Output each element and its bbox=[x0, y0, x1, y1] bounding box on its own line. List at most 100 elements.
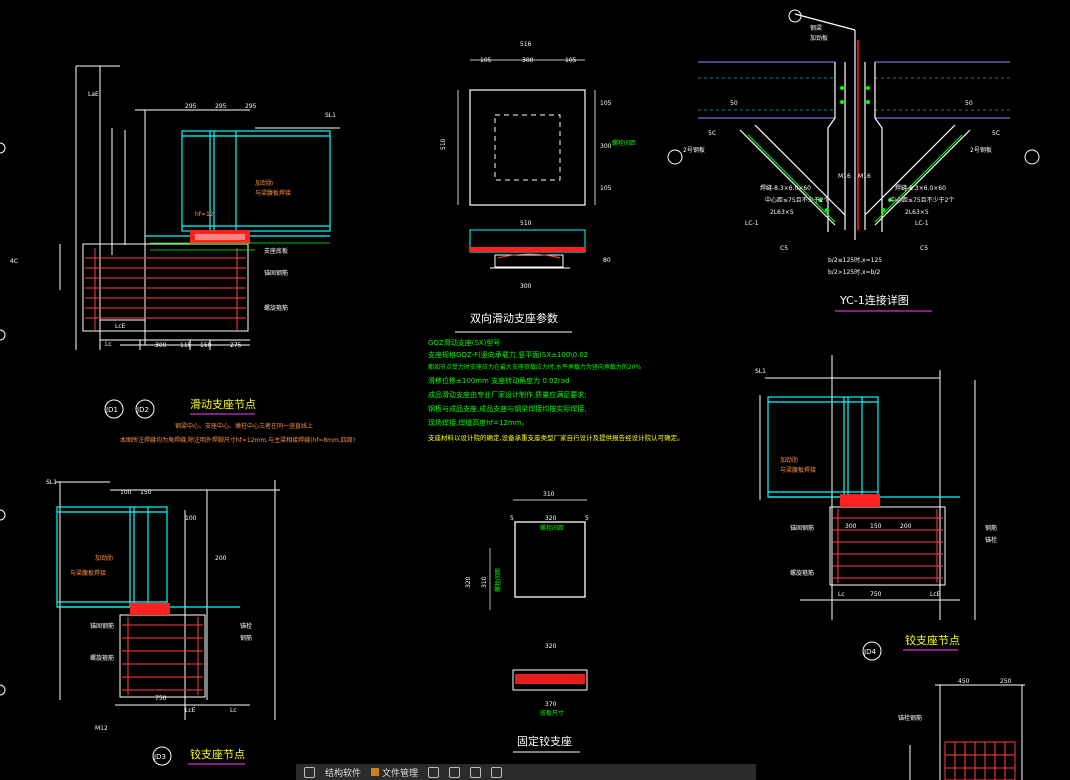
tag-jd4: JD4 bbox=[863, 648, 876, 656]
svg-text:150: 150 bbox=[200, 342, 212, 349]
svg-text:300: 300 bbox=[845, 523, 857, 530]
settings-icon[interactable] bbox=[428, 766, 440, 778]
svg-text:LaE: LaE bbox=[88, 91, 99, 98]
svg-text:螺旋箍筋: 螺旋箍筋 bbox=[90, 654, 114, 662]
label-lc1-left: LC-1 bbox=[745, 220, 759, 227]
tag-jd1: JD1 bbox=[105, 406, 118, 414]
svg-text:105: 105 bbox=[600, 185, 612, 192]
svg-text:加劲肋: 加劲肋 bbox=[255, 179, 273, 187]
svg-text:320: 320 bbox=[465, 576, 472, 588]
svg-text:钢筋: 钢筋 bbox=[985, 524, 997, 532]
svg-text:250: 250 bbox=[1000, 678, 1012, 685]
tag-jd3: JD3 bbox=[153, 753, 166, 761]
svg-text:M16: M16 bbox=[858, 173, 871, 180]
center-line-5: 成品滑动支座由专业厂家设计制作,质量应满足要求; bbox=[428, 390, 587, 399]
svg-text:5: 5 bbox=[585, 515, 589, 522]
svg-text:320: 320 bbox=[545, 643, 557, 650]
svg-text:螺栓间距: 螺栓间距 bbox=[494, 568, 502, 592]
svg-text:295: 295 bbox=[185, 103, 197, 110]
svg-text:焊缝-8.3×6.0×60: 焊缝-8.3×6.0×60 bbox=[760, 184, 811, 192]
taskbar: 结构软件 文件管理 bbox=[296, 764, 756, 780]
label-50-left: 50 bbox=[730, 100, 738, 107]
note-yc1-b: b/2>125时,x=b/2 bbox=[828, 268, 880, 276]
svg-text:螺旋箍筋: 螺旋箍筋 bbox=[264, 304, 288, 312]
svg-text:加劲肋: 加劲肋 bbox=[780, 456, 798, 464]
svg-text:105: 105 bbox=[565, 57, 577, 64]
note-jd1-b: 本图所注焊缝均为角焊缝,除注明外焊脚尺寸hf=12mm,与主梁相接焊缝(hf=8… bbox=[120, 436, 355, 444]
svg-text:2L63×5: 2L63×5 bbox=[905, 209, 929, 216]
svg-text:295: 295 bbox=[215, 103, 227, 110]
center-line-1: GQZ滑动支座(SX)型号 bbox=[428, 338, 500, 347]
label-5c-right: 5C bbox=[992, 130, 1000, 137]
svg-text:加劲肋: 加劲肋 bbox=[95, 554, 113, 562]
svg-text:支座底板: 支座底板 bbox=[264, 247, 288, 255]
svg-text:中心距≤75且不少于2个: 中心距≤75且不少于2个 bbox=[765, 196, 829, 204]
title-jd4: 铰支座节点 bbox=[905, 633, 960, 647]
svg-text:hf=12: hf=12 bbox=[195, 211, 214, 218]
svg-text:80: 80 bbox=[603, 257, 611, 264]
svg-text:螺旋箍筋: 螺旋箍筋 bbox=[790, 569, 814, 577]
title-yc1: YC-1连接详图 bbox=[839, 293, 909, 307]
svg-text:钢梁: 钢梁 bbox=[810, 24, 822, 32]
share-icon[interactable] bbox=[470, 766, 482, 778]
center-title: 双向滑动支座参数 bbox=[470, 311, 558, 325]
label-jd4-lc: Lc bbox=[838, 591, 845, 598]
svg-text:115: 115 bbox=[180, 342, 192, 349]
svg-text:295: 295 bbox=[245, 103, 257, 110]
svg-text:加劲板: 加劲板 bbox=[810, 34, 828, 42]
svg-text:105: 105 bbox=[600, 100, 612, 107]
note-jd1-a: 钢梁中心、支座中心、墩柱中心三者在同一竖直线上 bbox=[175, 422, 313, 430]
taskbar-item-2-label: 文件管理 bbox=[382, 768, 419, 779]
app-icon[interactable] bbox=[304, 766, 315, 778]
label-c5-right: C5 bbox=[920, 245, 928, 252]
display-icon[interactable] bbox=[491, 766, 503, 778]
svg-text:300: 300 bbox=[155, 342, 167, 349]
dim-top-516: 516 bbox=[520, 41, 532, 48]
svg-text:2号钢板: 2号钢板 bbox=[683, 146, 705, 154]
svg-text:200: 200 bbox=[900, 523, 912, 530]
taskbar-item-2[interactable]: 文件管理 bbox=[371, 766, 418, 779]
label-jd3-sl1: SL1 bbox=[46, 479, 57, 486]
svg-text:2号钢板: 2号钢板 bbox=[970, 146, 992, 154]
svg-text:200: 200 bbox=[215, 555, 227, 562]
svg-text:与梁腹板焊接: 与梁腹板焊接 bbox=[780, 466, 816, 474]
sliding-bearing-params: 双向滑动支座参数 GQZ滑动支座(SX)型号 支座规格GQZ-F(竖向承载力,竖… bbox=[428, 311, 684, 442]
svg-text:螺栓间距: 螺栓间距 bbox=[540, 524, 564, 532]
bearing-pad bbox=[190, 230, 250, 244]
label-5c-left: 5C bbox=[708, 130, 716, 137]
svg-text:M16: M16 bbox=[838, 173, 851, 180]
svg-text:螺栓间距: 螺栓间距 bbox=[612, 139, 636, 147]
svg-text:150: 150 bbox=[870, 523, 882, 530]
svg-text:钢筋: 钢筋 bbox=[240, 634, 252, 642]
svg-text:300: 300 bbox=[520, 283, 532, 290]
svg-text:LcE: LcE bbox=[185, 707, 196, 714]
taskbar-item-1-label: 结构软件 bbox=[325, 768, 362, 779]
detail-jd1-sliding-node[interactable]: 加劲肋 与梁腹板焊接 hf=12 SL1 LaE LcE Lc 支座底板 锚固钢… bbox=[10, 65, 355, 444]
folder-icon bbox=[371, 768, 380, 776]
svg-text:750: 750 bbox=[155, 695, 167, 702]
svg-text:锚固钢筋: 锚固钢筋 bbox=[790, 524, 814, 532]
center-line-4: 滑移位移±100mm 支座转动角度为 0.02rad bbox=[428, 376, 570, 385]
label-lc1-right: LC-1 bbox=[915, 220, 929, 227]
svg-text:105: 105 bbox=[480, 57, 492, 64]
svg-text:锚固钢筋: 锚固钢筋 bbox=[90, 622, 114, 630]
svg-text:锚栓: 锚栓 bbox=[985, 536, 997, 544]
taskbar-item-1[interactable]: 结构软件 bbox=[325, 766, 361, 779]
center-line-2: 支座规格GQZ-F(竖向承载力,竖平面)SX±100\0.02 bbox=[428, 350, 588, 359]
fixed-title: 固定铰支座 bbox=[517, 734, 572, 748]
svg-text:5: 5 bbox=[510, 515, 514, 522]
svg-text:4C: 4C bbox=[10, 258, 18, 265]
svg-text:LcE: LcE bbox=[930, 591, 941, 598]
svg-text:300: 300 bbox=[600, 143, 612, 150]
fixed-dim-top: 310 bbox=[543, 491, 555, 498]
window-icon[interactable] bbox=[449, 766, 461, 778]
svg-text:底板尺寸: 底板尺寸 bbox=[540, 709, 564, 717]
label-jd4-sl1: SL1 bbox=[755, 368, 766, 375]
